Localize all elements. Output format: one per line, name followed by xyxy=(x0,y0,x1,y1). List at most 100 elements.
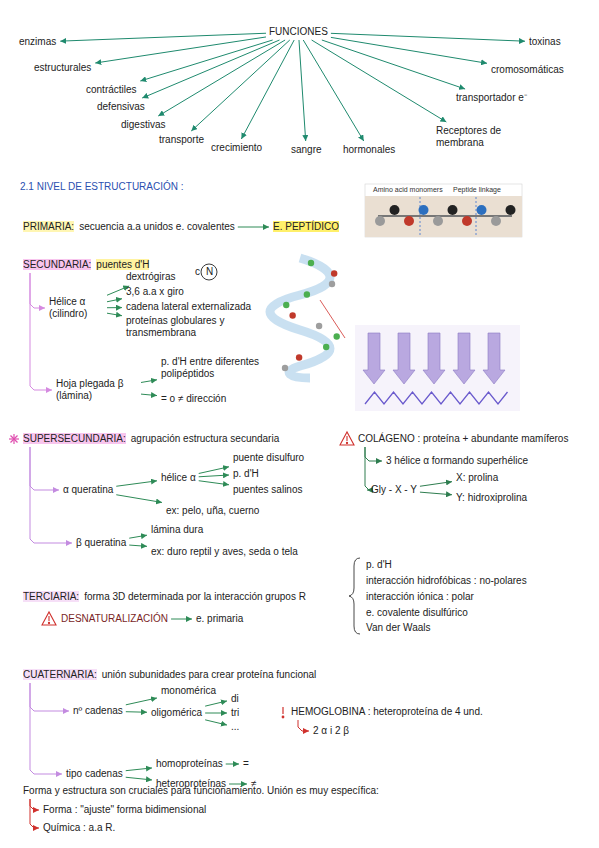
arrow-connector xyxy=(126,698,157,705)
node-text: 3,6 a.a x giro xyxy=(126,286,184,297)
node-text: Receptores de membrana xyxy=(436,125,501,148)
atom-dot xyxy=(308,260,314,266)
arrow-connector xyxy=(129,545,147,546)
note-node: cromosomáticas xyxy=(490,64,565,76)
node-text: SECUNDARIA: xyxy=(23,259,91,270)
note-node: p. d'H entre diferentes polipéptidos xyxy=(160,356,292,380)
atom-dot xyxy=(506,205,516,215)
alpha-helix-picture xyxy=(270,258,345,378)
arrow-connector xyxy=(30,799,39,810)
exclamation-mark xyxy=(282,707,283,714)
arrow-connector xyxy=(365,447,369,490)
arrow-connector xyxy=(107,299,122,302)
note-label: interacción hidrofóbicas : no-polares xyxy=(366,575,527,587)
arrow-connector xyxy=(199,467,229,474)
node-text: cromosomáticas xyxy=(491,64,564,75)
note-label: Amino acid monomers xyxy=(372,186,444,194)
note-node: defensivas xyxy=(96,101,146,113)
strand-arrow xyxy=(453,333,475,384)
atom-dot xyxy=(283,302,289,308)
warning-icon xyxy=(48,616,49,621)
arrow-connector xyxy=(107,307,122,308)
arrow-connector xyxy=(205,701,227,706)
atom-dot xyxy=(289,312,295,318)
note-node: CUATERNARIA:unión subunidades para crear… xyxy=(22,669,317,681)
node-text: DESNATURALIZACIÓN xyxy=(61,613,168,624)
note-node: Química : a.a R. xyxy=(42,822,116,834)
node-text: TERCIARIA: xyxy=(23,591,79,602)
arrow-connector xyxy=(303,40,363,141)
peptide-picture xyxy=(378,215,512,217)
note-node: 2 α i 2 β xyxy=(312,725,350,737)
node-text: transportador e⁻ xyxy=(456,92,527,103)
node-text: e. primaria xyxy=(196,613,243,624)
note-node: α queratina xyxy=(62,484,114,496)
note-node: tri xyxy=(230,707,240,719)
node-text: PRIMARIA: xyxy=(23,221,74,232)
node-text: forma 3D determinada por la interacción … xyxy=(84,591,306,602)
note-node: Gly - X - Y xyxy=(370,484,418,496)
arrow-connector xyxy=(331,37,487,63)
node-text: X: prolina xyxy=(456,472,498,483)
note-node: crecimiento xyxy=(210,142,263,154)
arrow-connector xyxy=(205,720,227,725)
node-text: puentes d'H xyxy=(96,259,149,270)
strand-arrow xyxy=(363,333,385,384)
arrow-connector xyxy=(331,33,525,41)
node-text: di xyxy=(231,693,239,704)
atom-dot xyxy=(477,205,487,215)
note-label: e. covalente disulfúrico xyxy=(366,607,468,619)
node-text: contráctiles xyxy=(86,84,137,95)
atom-dot xyxy=(282,365,288,371)
arrow-connector xyxy=(158,40,285,116)
atom-dot xyxy=(404,216,414,226)
note-node: Hélice α (cilindro) xyxy=(48,296,105,320)
atom-dot xyxy=(433,216,443,226)
arrow-connector xyxy=(30,683,69,711)
node-text: COLÁGENO : proteína + abundante mamífero… xyxy=(358,433,568,444)
arrow-connector xyxy=(420,482,452,487)
arrow-connector xyxy=(30,799,39,828)
node-text: oligomérica xyxy=(151,707,202,718)
note-node: puente disulfuro xyxy=(232,452,305,464)
strand-arrow xyxy=(393,333,415,384)
node-text: digestivas xyxy=(121,119,165,130)
node-text: toxinas xyxy=(529,36,561,47)
circle-mark xyxy=(201,264,217,280)
note-node: ex: pelo, uña, cuerno xyxy=(165,505,260,517)
note-node: dextrógiras xyxy=(125,271,176,283)
node-text: defensivas xyxy=(97,101,145,112)
warning-icon xyxy=(340,432,354,445)
arrow-connector xyxy=(30,273,45,308)
arrow-connector xyxy=(116,481,157,486)
note-node: = o ≠ dirección xyxy=(160,393,227,405)
note-node: COLÁGENO : proteína + abundante mamífero… xyxy=(357,433,569,445)
exclamation-mark xyxy=(282,707,284,718)
arrow-connector xyxy=(126,777,152,780)
note-node: transporte xyxy=(158,134,205,146)
node-text: = xyxy=(243,758,249,769)
peptide-picture xyxy=(365,184,522,237)
arrow-connector xyxy=(107,313,122,316)
note-node: TERCIARIA: forma 3D determinada por la in… xyxy=(22,591,307,603)
arrow-connector xyxy=(199,475,229,477)
atom-dot xyxy=(304,291,310,297)
alpha-helix-picture xyxy=(282,260,340,371)
note-node: DESNATURALIZACIÓN xyxy=(60,613,169,625)
note-node: transportador e⁻ xyxy=(455,92,528,104)
note-node: puentes salinos xyxy=(232,484,304,496)
note-node: lámina dura xyxy=(150,524,204,536)
note-node: Hoja plegada β (lámina) xyxy=(55,378,139,402)
warning-icon xyxy=(42,612,56,625)
arrow-connector xyxy=(298,720,309,731)
node-text: hormonales xyxy=(343,144,395,155)
arrow-connector xyxy=(229,784,247,785)
note-node: e. primaria xyxy=(195,613,244,625)
node-text: puente disulfuro xyxy=(233,452,304,463)
node-text: monomérica xyxy=(161,685,216,696)
atom-dot xyxy=(333,333,339,339)
note-node: FUNCIONES xyxy=(268,26,329,38)
zigzag-strand xyxy=(365,392,508,404)
